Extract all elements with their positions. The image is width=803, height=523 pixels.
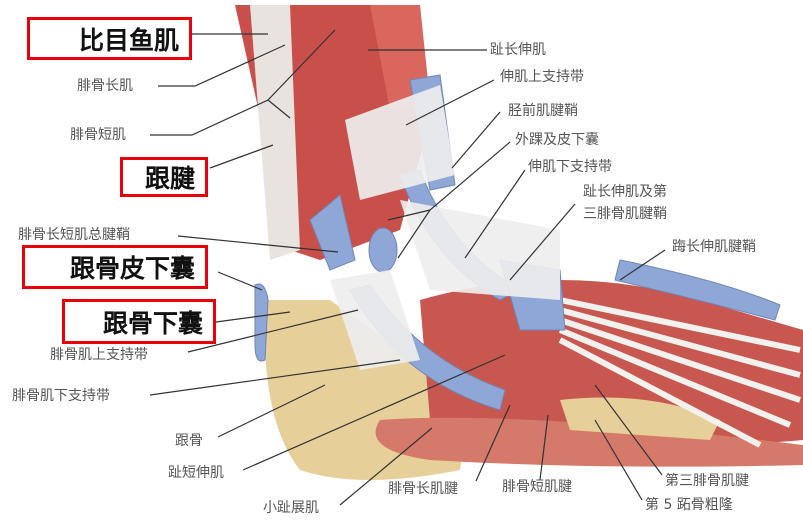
label-peroneus-tertius-tendon: 第三腓骨肌腱 (665, 473, 749, 489)
label-soleus-highlight: 比目鱼肌 (27, 17, 192, 60)
abductor-muscle (375, 417, 803, 467)
label-text: 比目鱼肌 (78, 25, 179, 55)
label-abductor-digiti-minimi: 小趾展肌 (263, 500, 319, 516)
label-peroneus-brevis: 腓骨短肌 (70, 127, 126, 143)
label-calcaneus: 跟骨 (175, 433, 203, 449)
achilles-tendon (250, 5, 300, 260)
label-text: 跟腱 (144, 164, 195, 193)
label-extensor-digitorum-brevis: 趾短伸肌 (168, 465, 224, 481)
label-peroneus-longus: 腓骨长肌 (77, 78, 133, 94)
label-inferior-peroneal-retinaculum: 腓骨肌下支持带 (12, 388, 110, 404)
label-tibialis-anterior-sheath: 胫前肌腱鞘 (508, 103, 578, 119)
label-ehl-sheath: 踇长伸肌腱鞘 (672, 239, 756, 255)
label-text: 跟骨下囊 (102, 308, 203, 338)
label-text: 跟骨皮下囊 (69, 254, 195, 283)
label-subcutaneous-calcaneal-bursa-highlight: 跟骨皮下囊 (22, 245, 208, 289)
leader-lines (149, 29, 666, 506)
label-lateral-malleolus-bursa: 外踝及皮下囊 (515, 132, 599, 148)
foot-muscle (420, 280, 803, 445)
label-fifth-metatarsal-tuberosity: 第 5 跖骨粗隆 (645, 497, 733, 513)
label-common-peroneal-sheath: 腓骨长短肌总腱鞘 (18, 227, 130, 243)
label-inferior-extensor-retinaculum: 伸肌下支持带 (528, 159, 612, 175)
label-superior-extensor-retinaculum: 伸肌上支持带 (500, 69, 584, 85)
label-peroneus-longus-tendon: 腓骨长肌腱 (388, 481, 458, 497)
toe-tendons (558, 297, 801, 448)
label-subcalcaneal-bursa-highlight: 跟骨下囊 (62, 299, 216, 344)
label-peroneus-brevis-tendon: 腓骨短肌腱 (502, 479, 572, 495)
label-edl-sheath-line2: 三腓骨肌腱鞘 (583, 206, 667, 222)
label-edl-sheath-line1: 趾长伸肌及第 (583, 184, 667, 200)
label-extensor-digitorum-longus: 趾长伸肌 (490, 42, 546, 58)
label-superior-peroneal-retinaculum: 腓骨肌上支持带 (50, 347, 148, 363)
label-achilles-highlight: 跟腱 (120, 157, 208, 197)
